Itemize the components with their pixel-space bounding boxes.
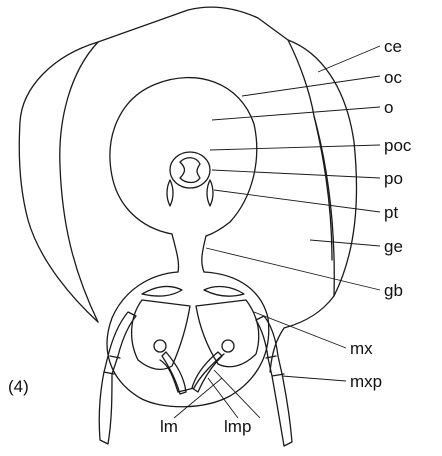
compound-eye-right <box>288 40 334 296</box>
compound-eye-right-inner <box>314 116 332 260</box>
label-po: po <box>384 169 403 188</box>
leader-lines <box>174 46 380 418</box>
label-gb: gb <box>384 281 403 300</box>
label-mxp: mxp <box>350 372 382 391</box>
palp-socket-right <box>222 340 234 352</box>
tentorial-pit-right <box>207 180 213 206</box>
label-lmp: lmp <box>224 417 251 436</box>
label-mx: mx <box>350 339 373 358</box>
compound-eye-left <box>60 42 98 322</box>
label-oc: oc <box>384 68 402 87</box>
maxilla-left <box>132 300 190 369</box>
postgena-stem <box>172 234 206 272</box>
label-pt: pt <box>384 203 398 222</box>
maxillary-palp-right <box>256 316 292 446</box>
label-ge: ge <box>384 237 403 256</box>
labial-palp-right <box>192 352 222 392</box>
labial-palp-left <box>162 352 186 394</box>
palp-socket-left <box>154 340 166 352</box>
label-o: o <box>384 98 393 117</box>
maxilla-right <box>196 300 259 367</box>
label-lm: lm <box>160 417 178 436</box>
postoccipital-process <box>180 158 200 183</box>
label-poc: poc <box>384 136 412 155</box>
figure-number: (4) <box>8 377 29 396</box>
label-ce: ce <box>384 37 402 56</box>
palp-segment-marks <box>104 356 284 376</box>
tentorial-pit-left <box>167 180 173 206</box>
gular-bar <box>142 287 244 297</box>
occiput-outline <box>110 78 257 236</box>
